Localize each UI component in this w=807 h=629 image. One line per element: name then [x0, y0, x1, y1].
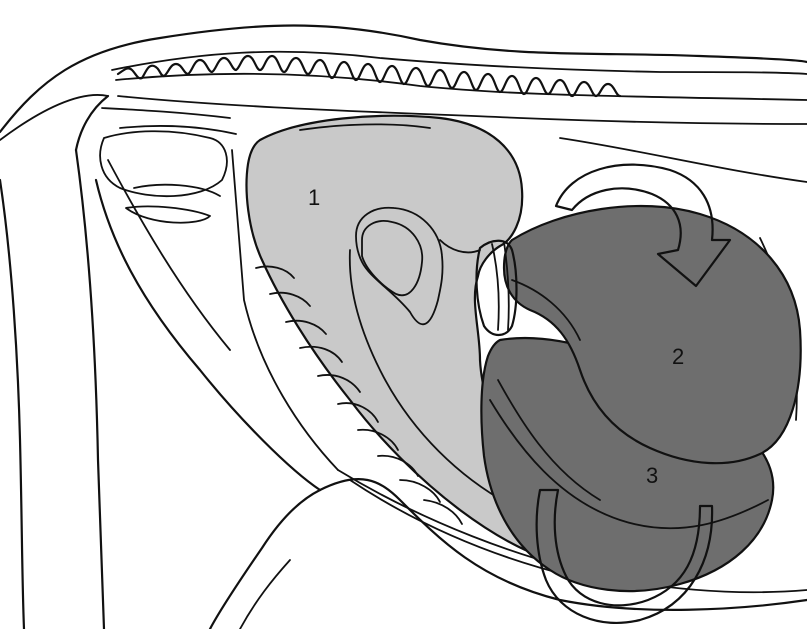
- label-2: 2: [672, 344, 684, 369]
- label-3: 3: [646, 463, 658, 488]
- label-1: 1: [308, 185, 320, 210]
- vertebral-column: [118, 56, 620, 96]
